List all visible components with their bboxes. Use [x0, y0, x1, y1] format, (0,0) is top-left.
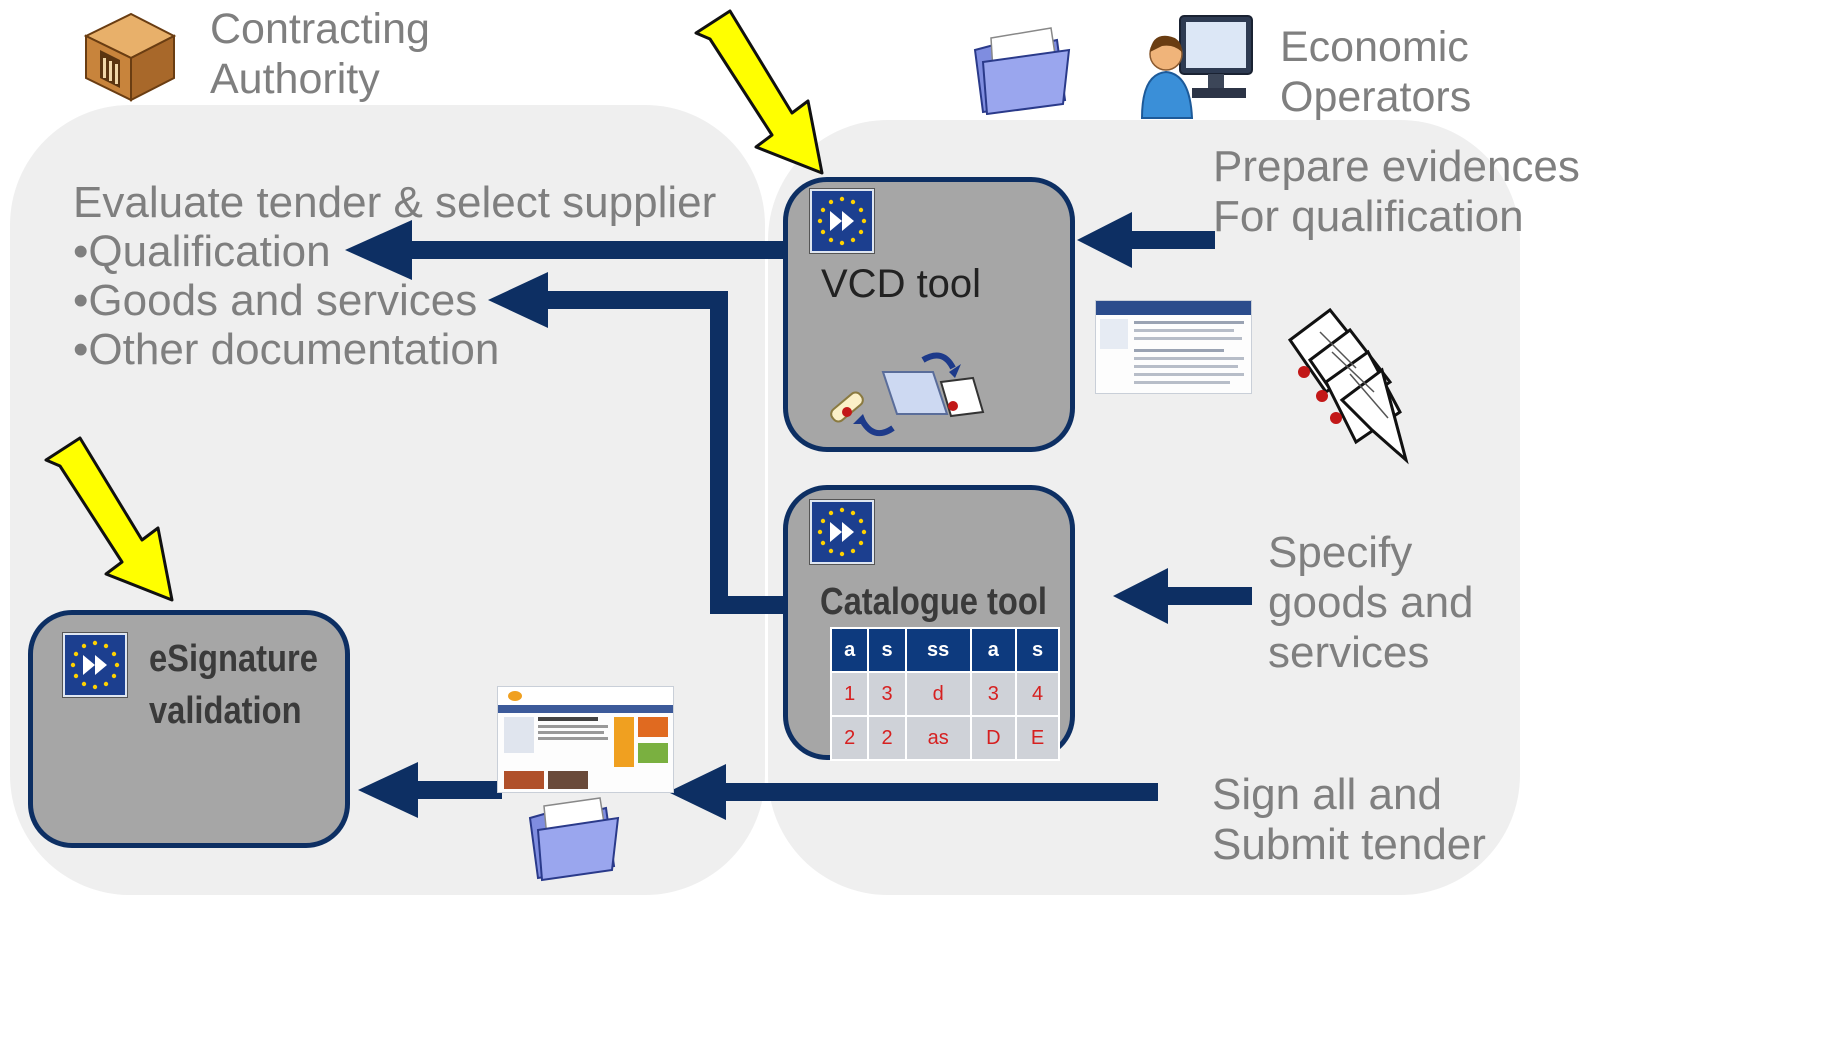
specify-goods-text: Specify goods and services — [1268, 528, 1474, 678]
document-preview-image — [1095, 300, 1252, 394]
sign-submit-text: Sign all and Submit tender — [1212, 770, 1486, 870]
arrow-sign-shaft — [718, 783, 1158, 801]
esignature-label-line1: eSignature — [149, 638, 318, 680]
prepare-evidences-text: Prepare evidences For qualification — [1213, 142, 1580, 242]
arrow-specify-shaft — [1160, 587, 1252, 605]
catalogue-header-cell: ss — [904, 627, 972, 673]
arrow-head-qualification — [345, 220, 412, 280]
catalogue-header-cell: s — [867, 627, 907, 673]
specify-line3: services — [1268, 628, 1430, 677]
arrow-catalogue-vertical — [710, 291, 728, 614]
catalogue-cell: 3 — [867, 671, 907, 717]
contracting-authority-line1: Contracting — [210, 5, 430, 53]
catalogue-cell: d — [904, 671, 972, 717]
arrow-head-sign — [668, 764, 726, 820]
folder-icon — [973, 27, 1071, 115]
arrow-vcd-to-qualification — [408, 241, 788, 259]
document-exchange-icon — [830, 352, 985, 437]
contracting-authority-title: Contracting Authority — [210, 4, 430, 104]
sign-line2: Submit tender — [1212, 820, 1486, 869]
economic-operators-title: Economic Operators — [1280, 22, 1471, 122]
economic-operators-line2: Operators — [1280, 73, 1472, 121]
vcd-tool-label: VCD tool — [821, 262, 982, 306]
yellow-arrow-icon — [694, 9, 824, 175]
bullet-qualification: •Qualification — [73, 227, 331, 276]
catalogue-cell: as — [904, 715, 972, 761]
arrow-head-specify — [1113, 568, 1168, 624]
catalogue-cell: D — [969, 715, 1018, 761]
catalogue-cell: 2 — [829, 715, 870, 761]
esignature-tool-box[interactable]: eSignature validation — [28, 610, 350, 848]
prepare-line2: For qualification — [1213, 192, 1524, 241]
arrow-catalogue-connector — [710, 596, 788, 614]
evaluate-heading: Evaluate tender & select supplier — [73, 178, 717, 227]
catalogue-cell: 1 — [829, 671, 870, 717]
vcd-tool-box[interactable]: VCD tool — [783, 177, 1075, 452]
table-row: 1 3 d 3 4 — [829, 671, 1060, 717]
esignature-label: eSignature validation — [149, 633, 318, 737]
arrow-esignature-shaft — [412, 781, 502, 799]
catalogue-table: a s ss a s 1 3 d 3 4 2 2 as D E — [829, 627, 1060, 761]
catalogue-cell: E — [1015, 715, 1060, 761]
arrow-prepare-shaft — [1120, 231, 1215, 249]
economic-operators-line1: Economic — [1280, 23, 1469, 71]
evaluate-block: Evaluate tender & select supplier •Quali… — [73, 174, 716, 378]
folder-icon — [528, 797, 620, 882]
arrow-head-prepare — [1077, 212, 1132, 268]
eu-logo-icon — [810, 189, 874, 253]
catalogue-header-cell: s — [1015, 627, 1060, 673]
arrow-catalogue-horizontal — [545, 291, 728, 309]
catalogue-cell: 2 — [867, 715, 907, 761]
catalogue-tool-box[interactable]: Catalogue tool a s ss a s 1 3 d 3 4 2 2 … — [783, 485, 1075, 761]
catalogue-header-cell: a — [829, 627, 870, 673]
bullet-other-documentation: •Other documentation — [73, 325, 500, 374]
table-row: 2 2 as D E — [829, 715, 1060, 761]
catalogue-cell: 3 — [969, 671, 1018, 717]
esignature-label-line2: validation — [149, 690, 302, 732]
webpage-preview-image — [497, 686, 674, 793]
sign-line1: Sign all and — [1212, 770, 1442, 819]
catalogue-header-cell: a — [969, 627, 1018, 673]
catalogue-tool-label: Catalogue tool — [820, 581, 1047, 623]
user-computer-icon — [1140, 15, 1253, 119]
bullet-goods-and-services: •Goods and services — [73, 276, 478, 325]
prepare-line1: Prepare evidences — [1213, 142, 1580, 191]
contracting-authority-line2: Authority — [210, 55, 380, 103]
eu-logo-icon — [810, 500, 874, 564]
certificate-icon — [1287, 307, 1409, 465]
specify-line1: Specify — [1268, 528, 1413, 577]
arrow-head-esignature — [358, 762, 418, 818]
building-icon — [83, 12, 177, 102]
arrow-head-goods — [488, 272, 548, 328]
catalogue-cell: 4 — [1015, 671, 1060, 717]
eu-logo-icon — [63, 633, 127, 697]
specify-line2: goods and — [1268, 578, 1474, 627]
yellow-arrow-icon — [44, 436, 174, 602]
catalogue-table-header-row: a s ss a s — [829, 627, 1060, 673]
